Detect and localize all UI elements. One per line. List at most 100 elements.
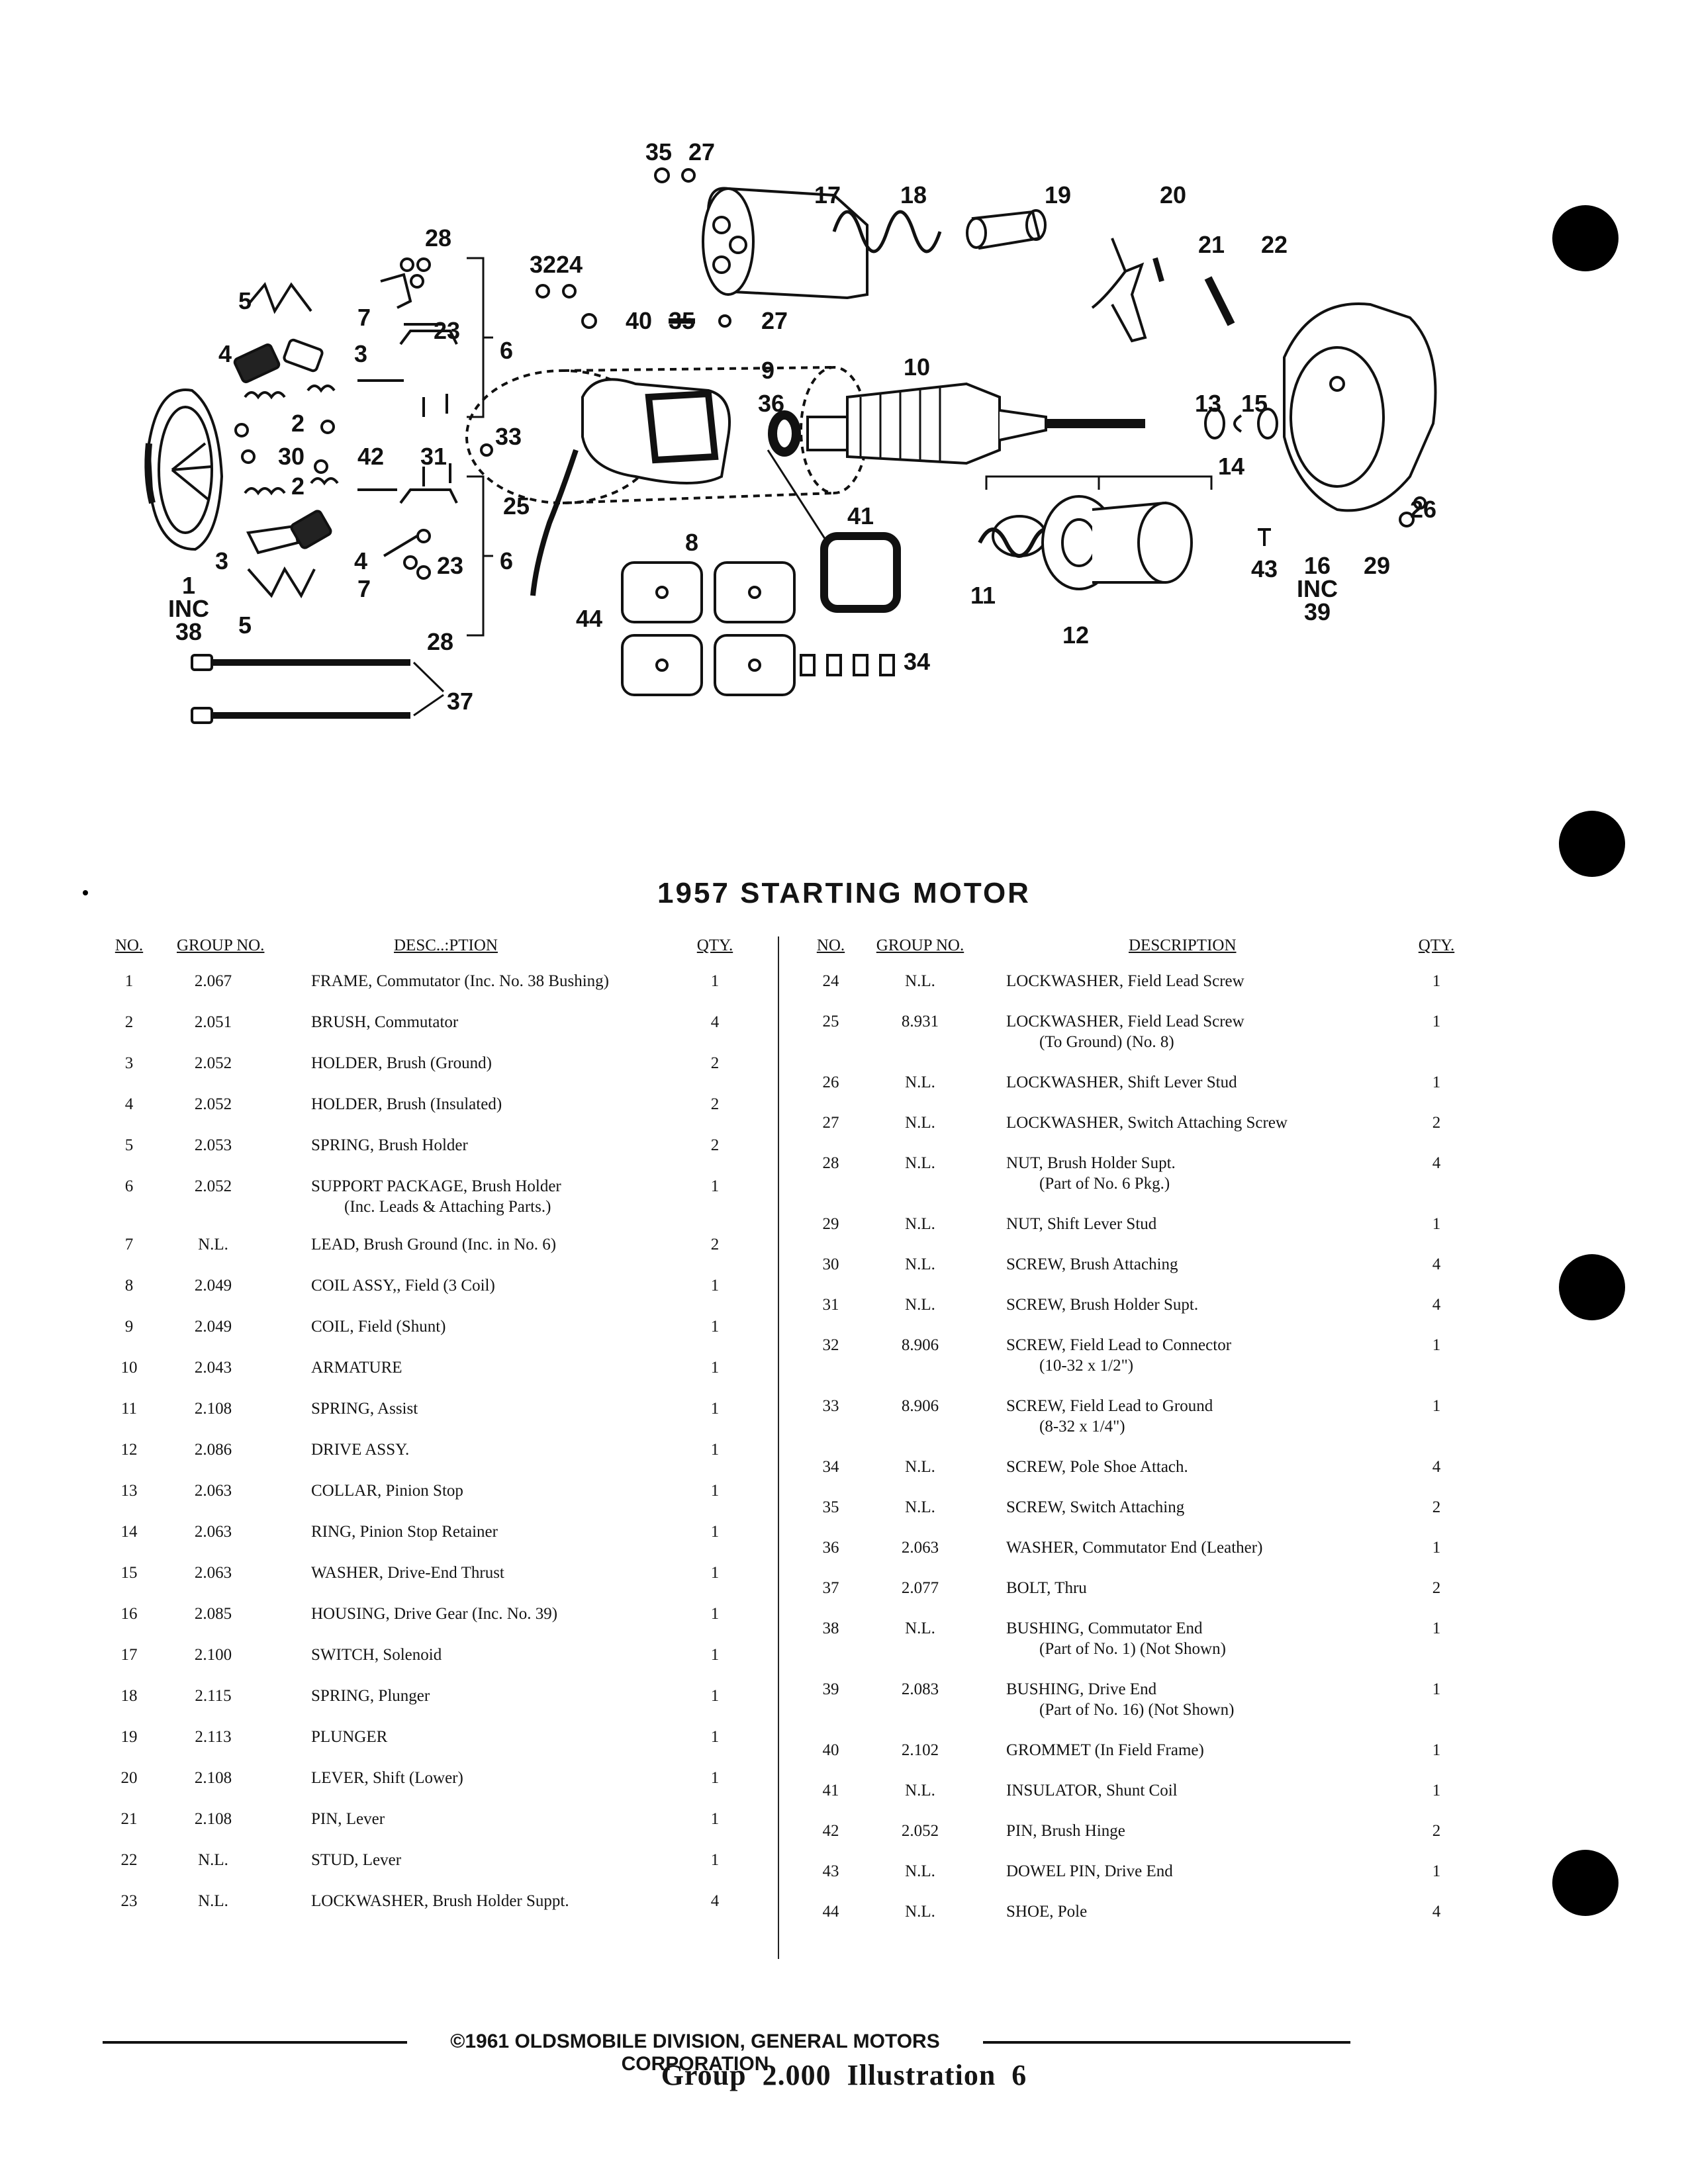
table-header: NO. GROUP NO. DESC..:PTION QTY. [103,936,741,971]
quantity: 4 [710,1013,720,1031]
drive-assembly-drawing [1041,495,1193,590]
part-description: DOWEL PIN, Drive End [1006,1861,1377,1882]
description-line: SHOE, Pole [1006,1903,1088,1921]
callout-24: 24 [555,251,583,278]
part-description: BRUSH, Commutator [311,1012,708,1032]
part-description: LOCKWASHER, Brush Holder Suppt. [311,1891,708,1911]
page-title: 1957 STARTING MOTOR [657,877,1031,909]
footer-rule [983,2041,1350,2044]
part-description: BUSHING, Commutator End(Part of No. 1) (… [1006,1618,1377,1659]
part-description: SPRING, Plunger [311,1686,708,1706]
group-number: N.L. [905,1619,935,1637]
quantity: 4 [1432,1255,1441,1273]
part-number: 19 [120,1728,138,1746]
part-description: SUPPORT PACKAGE, Brush Holder(Inc. Leads… [311,1176,708,1217]
part-description: SHOE, Pole [1006,1901,1377,1922]
quantity: 1 [710,1177,720,1195]
group-number: 2.063 [194,1564,232,1582]
part-description: WASHER, Drive-End Thrust [311,1563,708,1583]
quantity: 4 [1432,1903,1441,1921]
part-description: LOCKWASHER, Switch Attaching Screw [1006,1113,1377,1133]
part-number: 36 [822,1539,839,1557]
part-description: DRIVE ASSY. [311,1439,708,1460]
callout-43: 43 [1250,555,1278,582]
description-line: NUT, Brush Holder Supt. [1006,1154,1176,1172]
group-number: 2.115 [195,1687,232,1705]
description-line: COIL ASSY,, Field (3 Coil) [311,1277,495,1295]
callout-40: 40 [625,307,653,334]
callout-35: 35 [645,138,673,165]
description-line: BRUSH, Commutator [311,1013,459,1031]
description-line: COLLAR, Pinion Stop [311,1482,463,1500]
part-number: 17 [120,1646,138,1664]
description-line: LEAD, Brush Ground (Inc. in No. 6) [311,1236,557,1253]
group-number: N.L. [198,1236,228,1253]
callout-28: 28 [426,628,454,655]
part-description: LEAD, Brush Ground (Inc. in No. 6) [311,1234,708,1255]
quantity: 1 [710,1851,720,1869]
header-no: NO. [115,936,144,954]
part-number: 43 [822,1862,839,1880]
part-description: HOLDER, Brush (Insulated) [311,1094,708,1115]
part-description: FRAME, Commutator (Inc. No. 38 Bushing) [311,971,708,991]
part-number: 32 [822,1336,839,1354]
quantity: 1 [1432,1619,1441,1637]
part-number: 7 [124,1236,134,1253]
description-line: SPRING, Assist [311,1400,418,1418]
part-description: SPRING, Assist [311,1398,708,1419]
part-description: HOUSING, Drive Gear (Inc. No. 39) [311,1604,708,1624]
part-number: 8 [124,1277,134,1295]
part-number: 39 [822,1680,839,1698]
callout-17: 17 [814,181,841,208]
group-number: 2.085 [194,1605,232,1623]
header-description: DESCRIPTION [1129,936,1237,954]
description-line: RING, Pinion Stop Retainer [311,1523,498,1541]
description-line: SWITCH, Solenoid [311,1646,442,1664]
description-line: HOLDER, Brush (Insulated) [311,1095,502,1113]
brush-holder-parts-drawing [233,257,458,599]
callout-29: 29 [1363,552,1391,579]
quantity: 4 [710,1892,720,1910]
part-description: COLLAR, Pinion Stop [311,1480,708,1501]
description-line: LOCKWASHER, Field Lead Screw [1006,1013,1244,1030]
part-number: 12 [120,1441,138,1459]
part-number: 25 [822,1013,839,1030]
callout-22: 22 [1260,231,1288,258]
group-number: 2.053 [194,1136,232,1154]
callout-18: 18 [900,181,927,208]
part-number: 31 [822,1296,839,1314]
group-number: N.L. [905,972,935,990]
description-line: BOLT, Thru [1006,1579,1087,1597]
callout-9: 9 [761,357,775,384]
group-number: N.L. [905,1862,935,1880]
part-number: 28 [822,1154,839,1172]
callout-23: 23 [436,552,464,579]
callout-41: 41 [847,502,874,529]
group-number: 2.102 [901,1741,939,1759]
part-number: 24 [822,972,839,990]
callout-28: 28 [424,224,452,251]
part-number: 15 [120,1564,138,1582]
group-number: 8.906 [901,1336,939,1354]
footer-copyright: ©1961 OLDSMOBILE DIVISION, GENERAL MOTOR… [450,2030,940,2075]
callout-11: 11 [970,582,996,609]
callout-26: 26 [1409,496,1437,523]
callout-14: 14 [1217,453,1245,480]
footer-rule [103,2041,407,2044]
binder-hole [1559,1254,1625,1320]
description-line: STUD, Lever [311,1851,402,1869]
group-number: N.L. [905,1255,935,1273]
header-description: DESC..:PTION [394,936,498,954]
